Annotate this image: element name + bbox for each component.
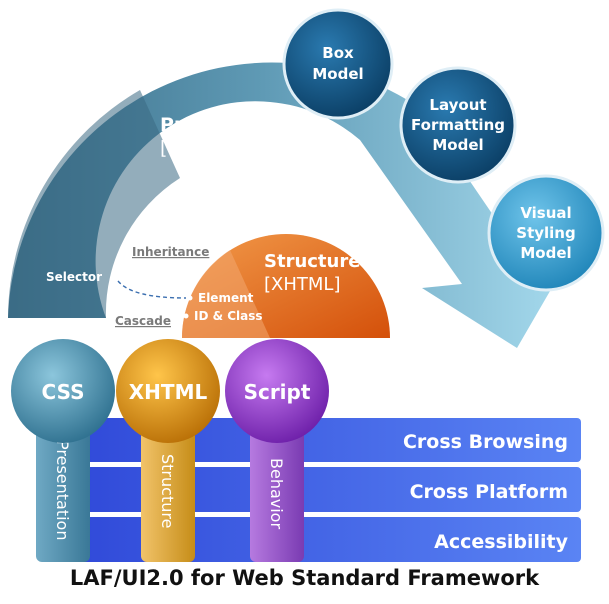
inheritance-label: Inheritance (132, 245, 209, 259)
layer-label-cross-platform: Cross Platform (410, 481, 568, 503)
box-model-line1: Box (322, 44, 354, 62)
script-pillar-label: Behavior (267, 458, 286, 529)
xhtml-pillar: Structure XHTML (116, 339, 220, 562)
layer-label-accessibility: Accessibility (434, 531, 568, 553)
visual-model-circle: Visual Styling Model (487, 174, 605, 292)
arc-label-presentation: Presentation (160, 114, 298, 136)
visual-model-line2: Styling (516, 224, 575, 242)
element-label: Element (198, 291, 254, 305)
css-pillar: Presentation CSS (11, 339, 115, 562)
script-pillar: Behavior Script (225, 339, 329, 562)
layout-model-line1: Layout (429, 96, 486, 114)
selector-label: Selector (46, 270, 102, 284)
xhtml-badge: XHTML (129, 380, 208, 404)
css-badge: CSS (42, 380, 85, 404)
id-class-dot (183, 313, 189, 319)
box-model-circle: Box Model (282, 8, 394, 120)
layout-model-line2: Formatting (411, 116, 505, 134)
script-badge: Script (244, 380, 311, 404)
selector-dot (112, 274, 118, 280)
box-model-line2: Model (312, 65, 363, 83)
structure-label: Structure (264, 251, 360, 272)
structure-shade (181, 250, 270, 338)
cascade-label: Cascade (115, 314, 171, 328)
css-pillar-label: Presentation (53, 440, 72, 540)
element-dot (187, 295, 193, 301)
visual-model-line3: Model (520, 244, 571, 262)
arc-shade (8, 90, 180, 318)
footer-title: LAF/UI2.0 for Web Standard Framework (69, 566, 540, 590)
structure-xhtml: [XHTML] (264, 274, 340, 295)
xhtml-pillar-label: Structure (158, 454, 177, 528)
id-class-label: ID & Class (194, 309, 263, 323)
selector-connector (117, 280, 187, 299)
arc-label-css: [CSS] (160, 137, 212, 159)
layer-label-cross-browsing: Cross Browsing (403, 431, 568, 453)
layout-model-circle: Layout Formatting Model (399, 66, 517, 184)
visual-model-line1: Visual (520, 204, 571, 222)
layout-model-line3: Model (432, 136, 483, 154)
